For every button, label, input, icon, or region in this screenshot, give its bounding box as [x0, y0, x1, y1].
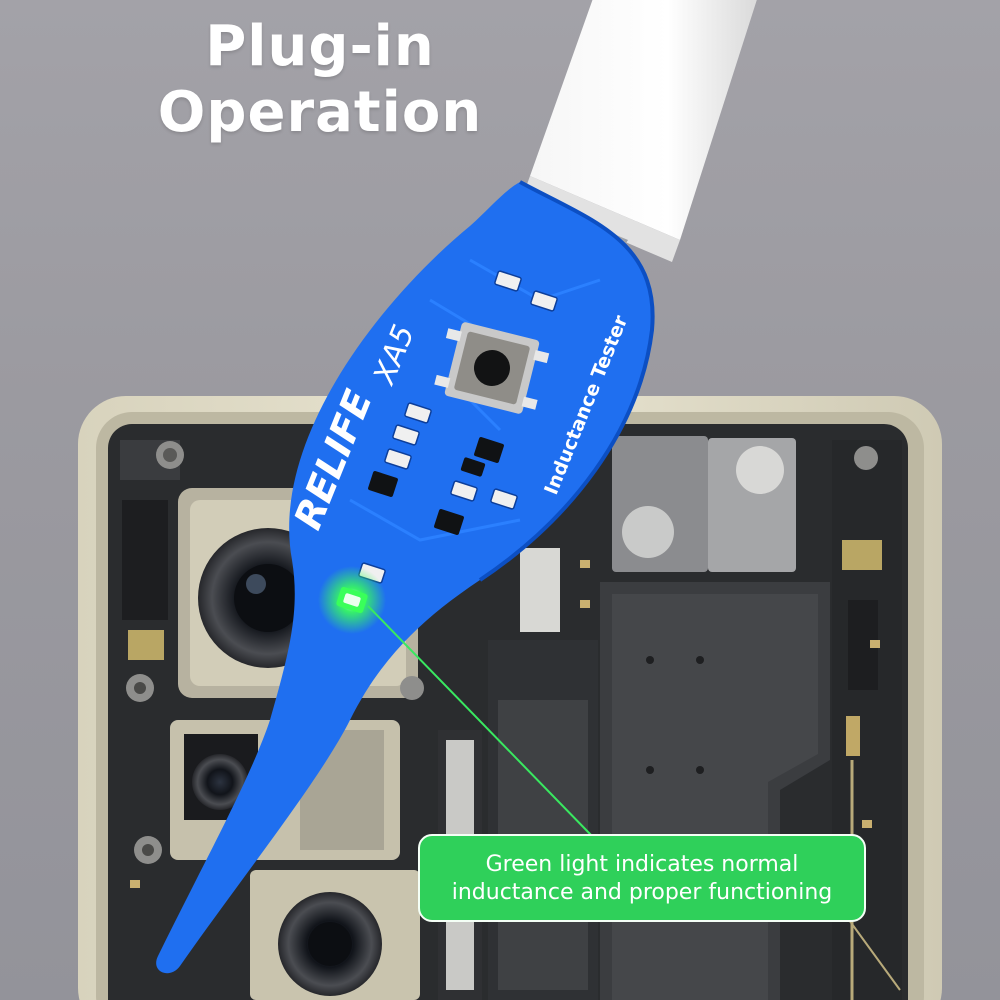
headline: Plug-in Operation: [150, 14, 490, 146]
callout-line-1: Green light indicates normal: [485, 852, 799, 877]
tactile-button-icon: [434, 322, 550, 414]
callout-line-2: inductance and proper functioning: [451, 880, 833, 905]
callout-pointer-line: [367, 605, 593, 837]
green-led-icon: [336, 586, 368, 614]
usb-cable: [530, 0, 757, 240]
headline-line-1: Plug-in: [205, 14, 435, 79]
secondary-camera-lens: [192, 754, 248, 810]
callout-box: Green light indicates normal inductance …: [418, 834, 866, 922]
headline-line-2: Operation: [157, 80, 483, 145]
